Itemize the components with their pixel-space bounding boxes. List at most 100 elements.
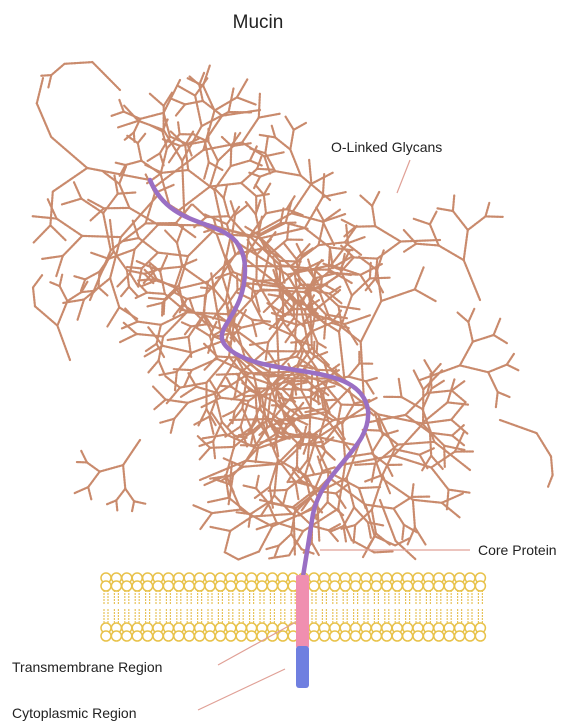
glycan-branch — [138, 134, 145, 143]
glycan-branch — [132, 501, 134, 512]
glycan-branch — [269, 555, 289, 558]
glycan-branch — [154, 400, 165, 410]
glycan-branch — [548, 475, 553, 487]
glycan-branch — [165, 231, 177, 243]
glycan-branch — [50, 225, 66, 241]
glycan-branch — [413, 500, 415, 528]
glycan-branch — [269, 490, 287, 491]
lipid-head — [278, 631, 288, 641]
glycans-label: O-Linked Glycans — [331, 139, 442, 155]
glycan-branch — [329, 247, 331, 272]
lipid-head — [340, 581, 350, 591]
glycan-branch — [210, 183, 241, 187]
glycan-branch — [259, 390, 260, 411]
glycan-branch — [279, 534, 291, 546]
glycan-branch — [361, 301, 382, 342]
glycan-branch — [442, 503, 460, 518]
lipid-head — [226, 581, 236, 591]
glycan-branch — [464, 260, 480, 300]
glycan-branch — [259, 114, 281, 118]
glycan-branch — [447, 490, 449, 510]
glycan-branch — [110, 278, 119, 307]
glycan-branch — [241, 183, 256, 196]
glycan-branch — [172, 99, 186, 105]
glycan-branch — [282, 445, 302, 465]
glycan-branch — [341, 405, 363, 406]
glycan-branch — [416, 244, 439, 246]
glycan-branch — [237, 79, 247, 97]
glycan-branch — [375, 226, 400, 241]
glycan-branch — [430, 212, 437, 225]
glycan-branch — [204, 162, 209, 178]
glycan-branch — [283, 490, 287, 505]
glycan-branch — [147, 293, 165, 294]
glycan-branch — [290, 342, 301, 343]
glycan-branch — [374, 551, 393, 552]
glycan-branch — [33, 275, 42, 287]
glycan-branch — [200, 448, 210, 460]
glycan-branch — [366, 381, 374, 393]
glycan-branch — [188, 228, 216, 256]
glycan-branch — [354, 257, 378, 258]
glycan-branch — [224, 198, 229, 216]
glycan-branch — [160, 372, 177, 375]
glycan-branch — [317, 343, 318, 354]
lipid-head — [392, 581, 402, 591]
glycan-branch — [296, 482, 299, 499]
glycan-branch — [460, 365, 488, 372]
glycan-branch — [74, 276, 85, 279]
glycan-branch — [370, 278, 390, 279]
glycan-branch — [468, 309, 474, 322]
glycan-branch — [237, 97, 256, 104]
glycan-branch — [181, 322, 191, 326]
glycan-branch — [486, 203, 490, 217]
glycan-branch — [366, 505, 394, 509]
glycan-branch — [312, 330, 317, 343]
glycan-branch — [156, 267, 182, 270]
lipid-head — [163, 581, 173, 591]
glycan-branch — [380, 500, 396, 541]
glycan-branch — [171, 419, 174, 433]
glycan-branch — [194, 505, 213, 513]
glycan-branch — [99, 287, 108, 295]
glycan-branch — [32, 216, 56, 218]
lipid-head — [444, 581, 454, 591]
lipid-head — [382, 581, 392, 591]
glycan-branch — [387, 465, 393, 476]
lipid-head — [434, 631, 444, 641]
glycan-branch — [156, 281, 175, 287]
glycan-branch — [82, 236, 121, 237]
glycan-branch — [168, 337, 189, 340]
lipid-head — [215, 631, 225, 641]
glycan-branch — [360, 195, 372, 206]
glycan-branch — [394, 423, 423, 455]
glycan-branch — [119, 100, 123, 112]
glycan-branch — [500, 420, 537, 433]
glycan-branch — [375, 536, 395, 545]
glycan-branch — [178, 86, 196, 96]
glycan-branch — [354, 525, 356, 543]
glycan-branch — [153, 387, 166, 400]
glycan-branch — [372, 435, 383, 453]
glycan-branch — [402, 525, 404, 540]
glycan-branch — [494, 319, 501, 335]
glycan-branch — [231, 146, 232, 166]
glycan-branch — [468, 322, 472, 342]
glycan-branch — [442, 494, 463, 503]
lipid-head — [153, 631, 163, 641]
lipid-head — [413, 631, 423, 641]
glycan-branch — [127, 267, 142, 268]
lipid-head — [122, 581, 132, 591]
glycan-branch — [74, 182, 81, 198]
glycan-branch — [174, 403, 188, 419]
lipid-head — [330, 581, 340, 591]
glycan-branch — [111, 112, 124, 117]
glycan-branch — [432, 381, 444, 389]
glycan-branch — [449, 490, 471, 493]
glycan-branch — [177, 187, 210, 212]
glycan-branch — [308, 437, 310, 460]
lipid-head — [205, 631, 215, 641]
lipid-head — [351, 581, 361, 591]
glycan-branch — [310, 373, 313, 432]
